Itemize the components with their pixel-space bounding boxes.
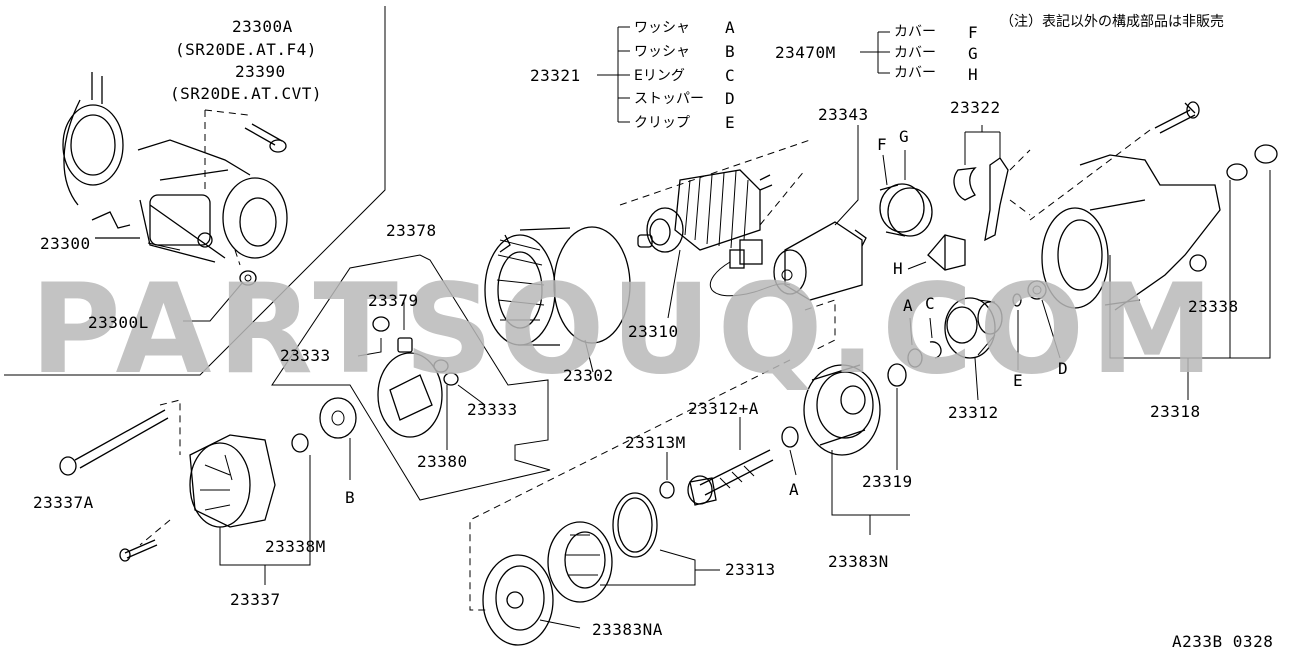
legend-23321-item-b-letter: B: [725, 42, 735, 61]
assembled-starter-illustration: [4, 6, 386, 376]
legend-23321-item-c-name: Eリング: [634, 68, 685, 84]
tag-B: B: [345, 488, 355, 507]
legend-23321-item-d-letter: D: [725, 89, 735, 108]
legend-23321-item-a-name: ワッシャ: [634, 20, 690, 36]
legend-23470M-item-g-name: カバー: [894, 45, 936, 61]
legend-23321-item-a-letter: A: [725, 18, 735, 37]
label-23343: 23343: [818, 105, 869, 124]
label-23321: 23321: [530, 66, 581, 85]
label-23300A: 23300A: [232, 17, 293, 36]
label-23310: 23310: [628, 322, 679, 341]
gear-case-illustration: [469, 359, 910, 611]
label-23390: 23390: [235, 62, 286, 81]
tag-H: H: [893, 259, 903, 278]
label-23333-right: 23333: [467, 400, 518, 419]
label-23313: 23313: [725, 560, 776, 579]
pinion-gear-illustration: [907, 280, 1061, 401]
label-23379: 23379: [368, 291, 419, 310]
legend-23470M-item-h-name: カバー: [894, 65, 936, 81]
bearing-rings-illustration: [482, 492, 720, 646]
tag-G: G: [899, 127, 909, 146]
label-23300A-variant: (SR20DE.AT.F4): [175, 40, 317, 59]
label-23313M: 23313M: [625, 433, 686, 452]
sales-note: （注）表記以外の構成部品は非販売: [1000, 13, 1224, 30]
armature-illustration: [619, 139, 811, 319]
label-23383NA: 23383NA: [592, 620, 663, 639]
label-23302: 23302: [563, 366, 614, 385]
legend-23321-item-e-name: クリップ: [634, 115, 690, 131]
watermark: PARTSOUQ.COM: [30, 258, 1220, 402]
rear-cover-illustration: [59, 397, 357, 585]
tag-F: F: [877, 135, 887, 154]
label-23390-variant: (SR20DE.AT.CVT): [170, 84, 322, 103]
tag-E: E: [1013, 371, 1023, 390]
label-23337: 23337: [230, 590, 281, 609]
label-23312-plus-A: 23312+A: [688, 399, 759, 418]
tag-A-upper: A: [903, 296, 913, 315]
label-23378: 23378: [386, 221, 437, 240]
tag-C: C: [925, 294, 935, 313]
clips-illustration: [953, 125, 1031, 242]
legend-23470M-item-f-letter: F: [968, 23, 978, 42]
label-23322: 23322: [950, 98, 1001, 117]
label-23300L: 23300L: [88, 313, 149, 332]
legend-23470M-item-g-letter: G: [968, 44, 978, 63]
covers-illustration: [879, 150, 966, 271]
housing-illustration: [1029, 101, 1278, 400]
labels: 23300A (SR20DE.AT.F4) 23390 (SR20DE.AT.C…: [33, 13, 1273, 651]
yoke-field-coil-illustration: [484, 226, 631, 373]
brush-holder-group-outline: [271, 254, 551, 501]
label-23380: 23380: [417, 452, 468, 471]
label-23300: 23300: [40, 234, 91, 253]
legend-23321-item-e-letter: E: [725, 113, 735, 132]
legend-23470M-item-f-name: カバー: [894, 24, 936, 40]
label-23333-left: 23333: [280, 346, 331, 365]
shaft-illustration: [659, 417, 799, 506]
tag-A-lower: A: [789, 480, 799, 499]
label-23383N: 23383N: [828, 552, 889, 571]
label-23338M: 23338M: [265, 537, 326, 556]
legend-leaders: [597, 26, 890, 123]
legend-23321-item-b-name: ワッシャ: [634, 44, 690, 60]
tag-D: D: [1058, 359, 1068, 378]
legend-23470M-item-h-letter: H: [968, 65, 978, 84]
legend-23321-item-c-letter: C: [725, 66, 735, 85]
label-23318: 23318: [1150, 402, 1201, 421]
solenoid-illustration: [709, 125, 867, 351]
label-23337A: 23337A: [33, 493, 94, 512]
diagram-code: A233B 0328: [1172, 632, 1273, 651]
label-23338: 23338: [1188, 297, 1239, 316]
label-23319: 23319: [862, 472, 913, 491]
label-23470M: 23470M: [775, 43, 836, 62]
label-23312: 23312: [948, 403, 999, 422]
legend-23321-item-d-name: ストッパー: [634, 91, 704, 107]
